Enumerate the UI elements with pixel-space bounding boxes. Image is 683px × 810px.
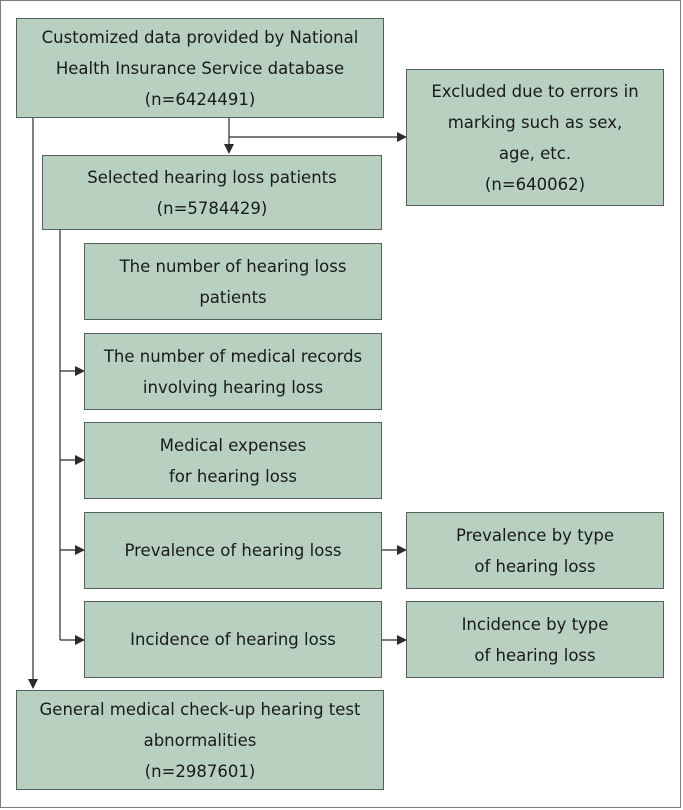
medical-expenses-box: Medical expenses for hearing loss: [84, 422, 382, 499]
box-text-line: Health Insurance Service database: [55, 58, 345, 78]
box-text-line: The number of hearing loss: [119, 256, 347, 276]
box-text-line: of hearing loss: [474, 645, 596, 665]
box-text-line: (n=640062): [484, 174, 586, 194]
box-text-line: Prevalence by type: [455, 525, 615, 545]
checkup-abnormalities-box: General medical check-up hearing test abn…: [16, 690, 384, 790]
box-text-line: Medical expenses: [159, 435, 307, 455]
box-text-line: (n=5784429): [156, 198, 268, 218]
box-text-line: Incidence by type: [461, 614, 609, 634]
box-text-line: General medical check-up hearing test: [39, 699, 361, 719]
box-text-line: Customized data provided by National: [41, 27, 359, 47]
incidence-box: Incidence of hearing loss: [84, 601, 382, 678]
box-text-line: marking such as sex,: [447, 112, 623, 132]
box-text-line: (n=6424491): [144, 89, 256, 109]
box-text-line: Selected hearing loss patients: [87, 167, 337, 187]
box-text-line: The number of medical records: [103, 346, 363, 366]
box-text-line: age, etc.: [498, 143, 572, 163]
num-patients-box: The number of hearing loss patients: [84, 243, 382, 320]
excluded-box: Excluded due to errors in marking such as…: [406, 69, 664, 206]
box-text-line: of hearing loss: [474, 556, 596, 576]
selected-patients-box: Selected hearing loss patients (n=5784429…: [42, 155, 382, 230]
prevalence-by-type-box: Prevalence by type of hearing loss: [406, 512, 664, 589]
incidence-by-type-box: Incidence by type of hearing loss: [406, 601, 664, 678]
box-text-line: Incidence of hearing loss: [130, 630, 336, 649]
box-text-line: Prevalence of hearing loss: [124, 541, 342, 560]
prevalence-box: Prevalence of hearing loss: [84, 512, 382, 589]
box-text-line: (n=2987601): [144, 761, 256, 781]
box-text-line: for hearing loss: [168, 466, 298, 486]
num-records-box: The number of medical records involving h…: [84, 333, 382, 410]
box-text-line: abnormalities: [143, 730, 257, 750]
box-text-line: involving hearing loss: [142, 377, 324, 397]
box-text-line: patients: [199, 287, 267, 307]
box-text-line: Excluded due to errors in: [431, 81, 639, 101]
